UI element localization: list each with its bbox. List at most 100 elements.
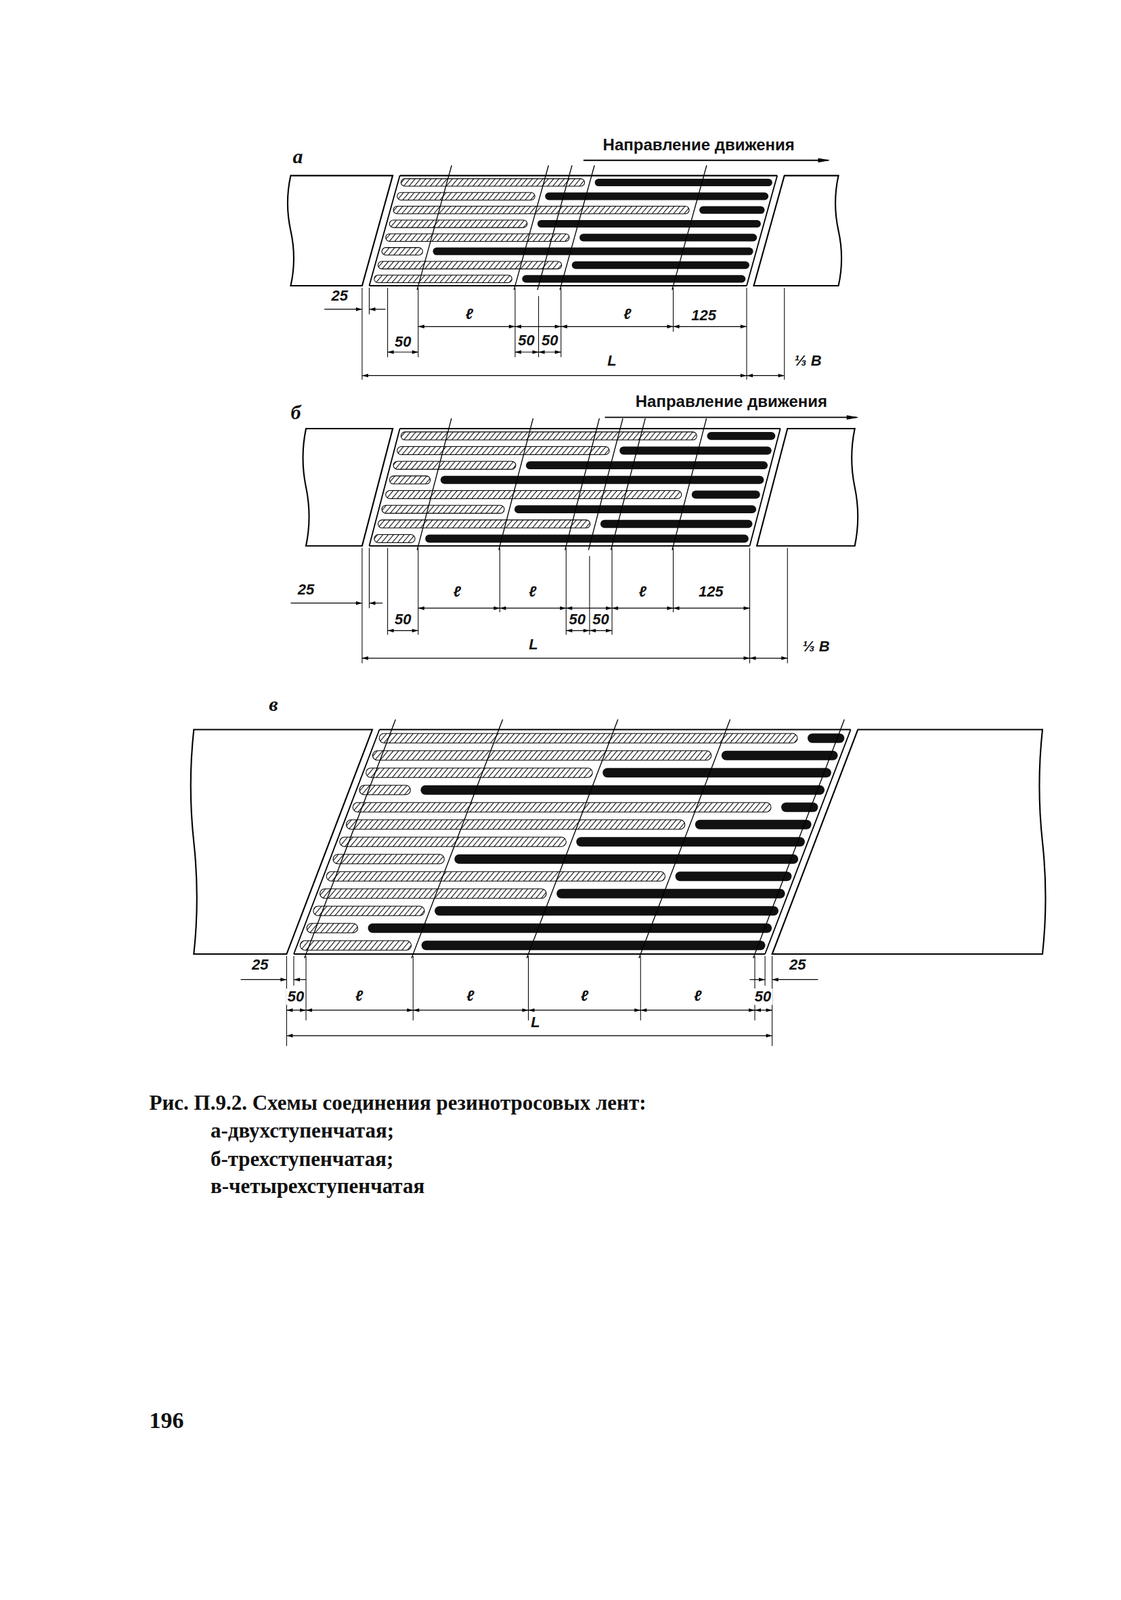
line [418, 607, 751, 609]
cable-solid [434, 905, 779, 916]
arrowhead [362, 373, 369, 378]
line [537, 165, 573, 290]
line [514, 287, 516, 357]
line [764, 955, 766, 986]
line [513, 165, 549, 290]
arrowhead [515, 349, 522, 354]
cable-hatched [374, 274, 512, 283]
line [611, 418, 646, 550]
line [559, 165, 595, 290]
line [412, 955, 414, 1021]
arrowhead [565, 628, 573, 633]
line [746, 175, 778, 286]
arrowhead [750, 655, 757, 660]
cable-solid [602, 767, 832, 778]
arrowhead [611, 606, 619, 610]
arrowhead [412, 1007, 420, 1012]
arrowhead [846, 414, 860, 420]
line [605, 416, 857, 419]
arrowhead [286, 1007, 293, 1012]
caption: Рис. П.9.2. Схемы соединения резинотросо… [147, 1091, 648, 1115]
arrowhead [673, 324, 680, 329]
arrowhead [589, 628, 596, 633]
line [411, 718, 503, 958]
cable-hatched [313, 905, 425, 916]
arrowhead [740, 324, 747, 329]
cable-hatched [385, 490, 682, 499]
arrowhead [293, 977, 300, 981]
cable-solid [572, 261, 750, 269]
dimension-value: 125 [689, 307, 718, 324]
arrowhead [528, 1007, 535, 1012]
line [387, 287, 388, 357]
arrowhead [387, 349, 394, 354]
splice-four-step [190, 718, 1046, 1046]
dimension-value: ℓ [527, 583, 538, 600]
cable-solid [421, 940, 766, 950]
dimension-value: ⅓ В [792, 352, 823, 369]
arrowhead [583, 628, 590, 633]
arrowhead [493, 606, 500, 610]
arrowhead [605, 606, 612, 610]
line [293, 953, 765, 955]
line [368, 284, 747, 287]
dimension-value: 50 [516, 332, 536, 349]
line [588, 418, 623, 550]
arrowhead [555, 324, 562, 329]
belt-end [754, 175, 843, 286]
line [305, 955, 307, 1021]
line [753, 718, 845, 958]
cable-hatched [389, 220, 527, 228]
arrowhead [305, 1007, 313, 1012]
cable-solid [721, 750, 839, 761]
caption-item: в-четырехступенчатая [209, 1174, 426, 1198]
line [361, 287, 363, 380]
line [499, 547, 501, 612]
cable-hatched [389, 475, 430, 485]
line [750, 428, 781, 546]
arrowhead [766, 1007, 773, 1012]
arrowhead [634, 1007, 641, 1012]
line [672, 165, 707, 290]
cable-hatched [397, 446, 610, 455]
line [588, 555, 590, 635]
cable-solid [514, 504, 757, 514]
line [362, 375, 785, 376]
arrowhead [412, 628, 419, 633]
figure-letter: а [291, 144, 304, 168]
cable-solid [675, 871, 793, 881]
arrowhead [418, 606, 425, 610]
cable-hatched [385, 233, 570, 241]
cable-solid [432, 247, 753, 256]
line [290, 602, 362, 604]
cable-hatched [326, 871, 665, 881]
direction-label: Направление движения [601, 136, 797, 154]
dimension-value: L [605, 352, 618, 369]
line [565, 547, 567, 635]
cable-hatched [381, 504, 505, 514]
cable-hatched [366, 767, 593, 778]
figure-letter: б [289, 400, 302, 424]
line [418, 326, 747, 327]
dimension-value: ℓ [463, 305, 474, 323]
arrowhead [666, 324, 673, 329]
cable-solid [595, 178, 773, 187]
dimension-value: 125 [697, 583, 725, 600]
line [565, 418, 600, 550]
line [368, 287, 370, 315]
dimension-value: 50 [540, 332, 560, 349]
cable-solid [576, 836, 805, 847]
dimension-value: 25 [330, 287, 350, 304]
cable-hatched [333, 854, 445, 864]
line [498, 418, 534, 550]
belt-end [756, 428, 858, 546]
cable-hatched [377, 519, 590, 529]
cable-solid [619, 446, 772, 455]
line [417, 547, 419, 635]
arrowhead [532, 349, 539, 354]
line [672, 287, 674, 332]
dimension-value: ⅓ В [800, 638, 831, 655]
cable-solid [556, 888, 786, 899]
arrowhead [509, 324, 516, 329]
dimension-value: ℓ [692, 987, 703, 1004]
